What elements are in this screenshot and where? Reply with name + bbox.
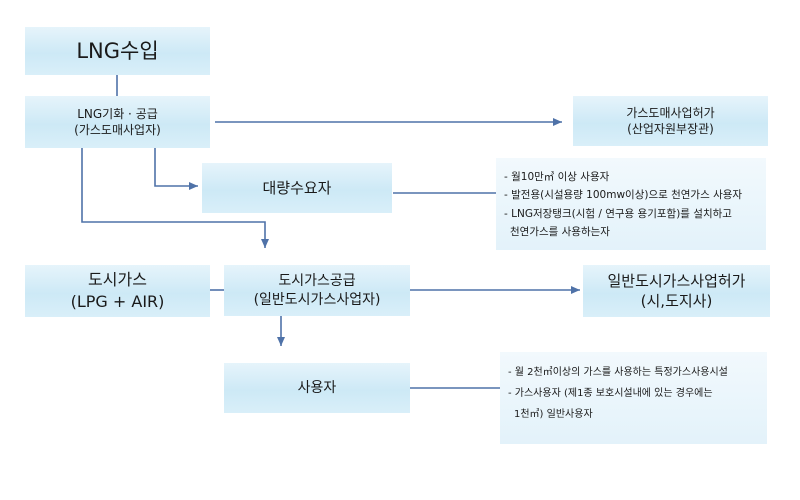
node-wholesale-permit-line1: 가스도매사업허가 [626, 105, 715, 120]
note-user-item: - 월 2천㎥이상의 가스를 사용하는 특정가스사용시설 [508, 367, 728, 378]
node-large-consumer-label: 대량수요자 [262, 178, 332, 197]
node-lng-gasify-line1: LNG기화 · 공급 [77, 106, 158, 121]
node-user: 사용자 [224, 363, 410, 413]
node-lng-import: LNG수입 [25, 27, 210, 75]
node-general-permit-line2: (시,도지사) [640, 292, 713, 310]
node-city-gas-supply-line2: (일반도시가스사업자) [253, 291, 381, 308]
node-general-permit: 일반도시가스사업허가 (시,도지사) [583, 265, 770, 317]
node-wholesale-permit: 가스도매사업허가 (산업자원부장관) [573, 96, 768, 146]
note-large-consumer-item: - LNG저장탱크(시험 / 연구용 용기포함)를 설치하고 [504, 207, 732, 220]
note-user: - 월 2천㎥이상의 가스를 사용하는 특정가스사용시설 - 가스사용자 (제1… [500, 352, 767, 444]
node-lng-import-label: LNG수입 [76, 38, 159, 63]
note-user-item: 1천㎥) 일반사용자 [514, 409, 593, 420]
node-city-gas-supply: 도시가스공급 (일반도시가스사업자) [224, 265, 410, 316]
note-large-consumer-item: - 발전용(시설용량 100mw이상)으로 천연가스 사용자 [504, 189, 743, 202]
note-large-consumer: - 월10만㎥ 이상 사용자 - 발전용(시설용량 100mw이상)으로 천연가… [496, 158, 766, 250]
node-city-gas-supply-line1: 도시가스공급 [278, 272, 356, 289]
node-large-consumer: 대량수요자 [202, 163, 392, 213]
node-lng-gasify-line2: (가스도매사업자) [74, 123, 161, 137]
node-city-gas-left-line2: (LPG + AIR) [70, 292, 165, 311]
node-lng-gasify: LNG기화 · 공급 (가스도매사업자) [25, 96, 210, 148]
node-city-gas-left: 도시가스 (LPG + AIR) [25, 265, 210, 317]
node-user-label: 사용자 [297, 379, 337, 396]
node-general-permit-line1: 일반도시가스사업허가 [607, 271, 746, 290]
arrow-gasify-to-city-gas-supply [81, 148, 269, 248]
node-city-gas-left-line1: 도시가스 [88, 270, 147, 290]
note-large-consumer-item: - 월10만㎥ 이상 사용자 [504, 171, 610, 183]
node-wholesale-permit-line2: (산업자원부장관) [627, 122, 714, 136]
note-large-consumer-item: 천연가스를 사용하는자 [510, 226, 610, 239]
note-user-item: - 가스사용자 (제1종 보호시설내에 있는 경우에는 [508, 388, 713, 399]
arrow-gasify-to-large-consumer [154, 148, 198, 190]
